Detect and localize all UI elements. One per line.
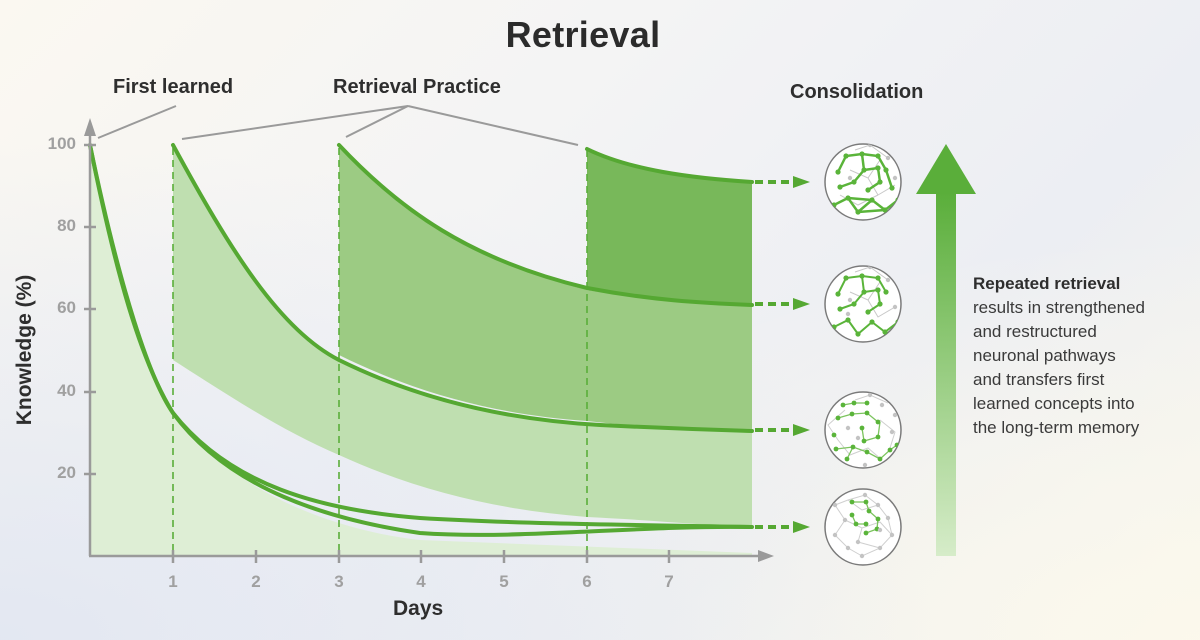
y-tick-label: 60 <box>57 298 76 317</box>
area-first-learned <box>90 145 752 555</box>
y-tick-label: 20 <box>57 463 76 482</box>
consolidation-arrow-icon <box>916 144 976 556</box>
x-tick-label: 1 <box>168 572 178 591</box>
chart-title: Retrieval <box>505 14 661 55</box>
area-fills <box>90 145 752 555</box>
neural-network-icon-faint <box>824 488 902 566</box>
y-axis-arrow <box>84 118 96 136</box>
description-heading: Repeated retrieval <box>973 274 1121 293</box>
neural-network-icon-strong <box>824 143 902 221</box>
area-retrieval-3 <box>587 149 752 305</box>
first-learned-label: First learned <box>113 76 234 98</box>
description-line: the long-term memory <box>973 418 1140 437</box>
description-line: results in strengthened <box>973 298 1145 317</box>
arrow-to-network-2 <box>755 298 810 310</box>
retrieval-markers <box>172 148 588 560</box>
pointer-rp-day3 <box>345 105 409 138</box>
description-line: learned concepts into <box>973 394 1135 413</box>
description-line: neuronal pathways <box>973 346 1116 365</box>
pointer-first-learned <box>97 105 177 139</box>
neural-network-icon-weak <box>824 391 902 469</box>
retrieval-practice-label: Retrieval Practice <box>333 76 501 98</box>
annotation-lines <box>97 105 579 146</box>
curve-first-learned-main <box>88 144 753 529</box>
description-line: and restructured <box>973 322 1097 341</box>
neural-network-icon-medium <box>824 265 902 343</box>
x-ticks <box>171 550 671 563</box>
axes <box>84 118 774 563</box>
curve-retrieval-3 <box>585 147 754 184</box>
description-line: and transfers first <box>973 370 1105 389</box>
area-retrieval-1 <box>173 145 752 527</box>
y-tick-label: 80 <box>57 216 76 235</box>
x-tick-label: 4 <box>416 572 426 591</box>
x-tick-label: 6 <box>582 572 592 591</box>
x-tick-label: 5 <box>499 572 509 591</box>
consolidation-description: Repeated retrieval results in strengthen… <box>973 272 1145 440</box>
consolidation-label: Consolidation <box>790 81 924 103</box>
x-tick-label: 3 <box>334 572 344 591</box>
x-axis-label: Days <box>393 597 444 620</box>
x-tick-label: 2 <box>251 572 261 591</box>
consolidation-arrows <box>755 176 810 533</box>
arrow-to-network-1 <box>755 176 810 188</box>
pointer-rp-day6 <box>407 105 579 146</box>
pointer-rp-day1 <box>181 105 409 140</box>
x-axis-arrow <box>758 550 774 562</box>
area-retrieval-2 <box>339 145 752 431</box>
arrow-to-network-3 <box>755 424 810 436</box>
curve-retrieval-1 <box>171 143 754 433</box>
arrow-to-network-4 <box>755 521 810 533</box>
y-tick-label: 40 <box>57 381 76 400</box>
y-ticks <box>84 143 96 476</box>
y-tick-label: 100 <box>47 134 76 153</box>
x-tick-label: 7 <box>664 572 674 591</box>
curve-retrieval-2 <box>337 143 754 307</box>
